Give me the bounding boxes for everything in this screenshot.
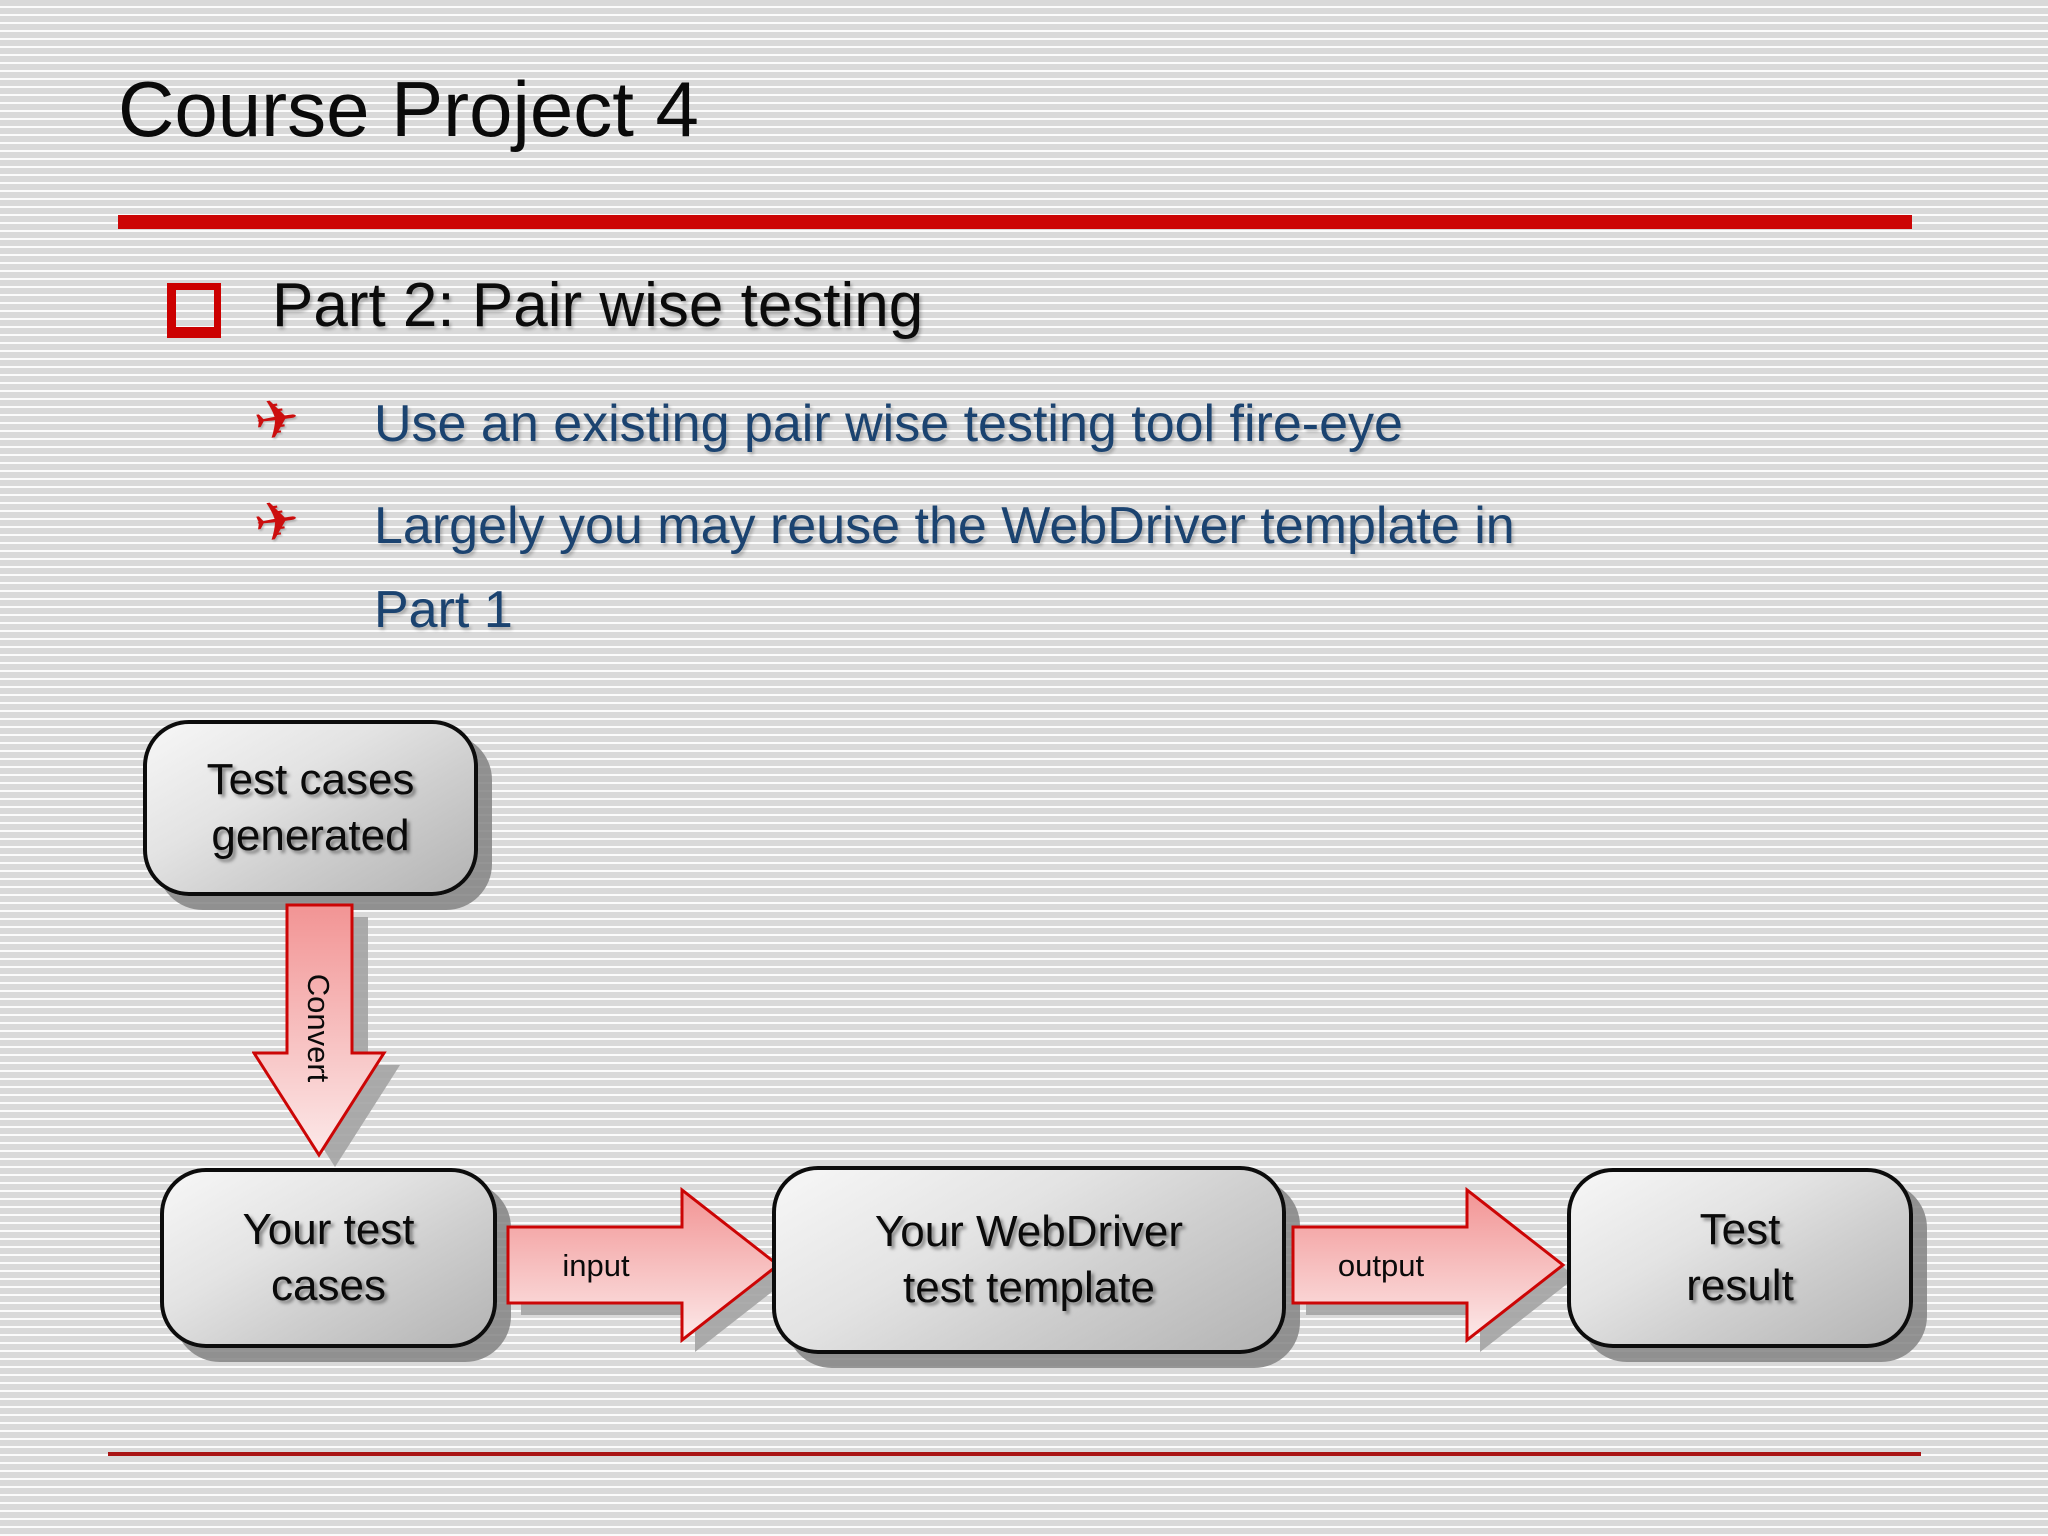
right-arrow-icon: output — [1291, 1186, 1576, 1352]
slide-title: Course Project 4 — [118, 65, 699, 153]
bullet-text: Part 2: Pair wise testing — [272, 271, 924, 340]
arrow-shape — [1291, 1186, 1566, 1344]
title-underline-rule — [118, 215, 1912, 229]
flow-box-test-result: Test result — [1567, 1168, 1913, 1348]
airplane-bullet-icon: ✈ — [249, 487, 304, 556]
arrow-shape — [252, 903, 387, 1158]
sub-bullet-text-2: Largely you may reuse the WebDriver temp… — [374, 497, 1515, 640]
square-bullet-icon — [167, 283, 221, 338]
convert-arrow-label: Convert — [301, 974, 336, 1083]
down-arrow-icon: Convert — [252, 903, 400, 1167]
arrow-shape — [506, 1186, 781, 1344]
flow-box-label: Your test cases — [242, 1204, 415, 1310]
convert-arrow: Convert — [252, 903, 412, 1173]
flow-box-your-test-cases: Your test cases — [160, 1168, 497, 1348]
sub-bullet-text-1: Use an existing pair wise testing tool f… — [374, 395, 1403, 453]
output-arrow: output — [1291, 1182, 1581, 1360]
flow-box-label: Your WebDriver test template — [874, 1206, 1184, 1312]
input-arrow: input — [506, 1182, 796, 1360]
right-arrow-icon: input — [506, 1186, 791, 1352]
flow-box-label: Test cases generated — [206, 754, 415, 860]
flow-box-label: Test result — [1686, 1204, 1794, 1310]
flow-box-webdriver-test-template: Your WebDriver test template — [772, 1166, 1286, 1354]
input-arrow-label: input — [562, 1248, 630, 1283]
flow-box-test-cases-generated: Test cases generated — [143, 720, 478, 896]
output-arrow-label: output — [1338, 1248, 1425, 1283]
airplane-bullet-icon: ✈ — [249, 385, 304, 454]
footer-rule — [108, 1452, 1921, 1456]
